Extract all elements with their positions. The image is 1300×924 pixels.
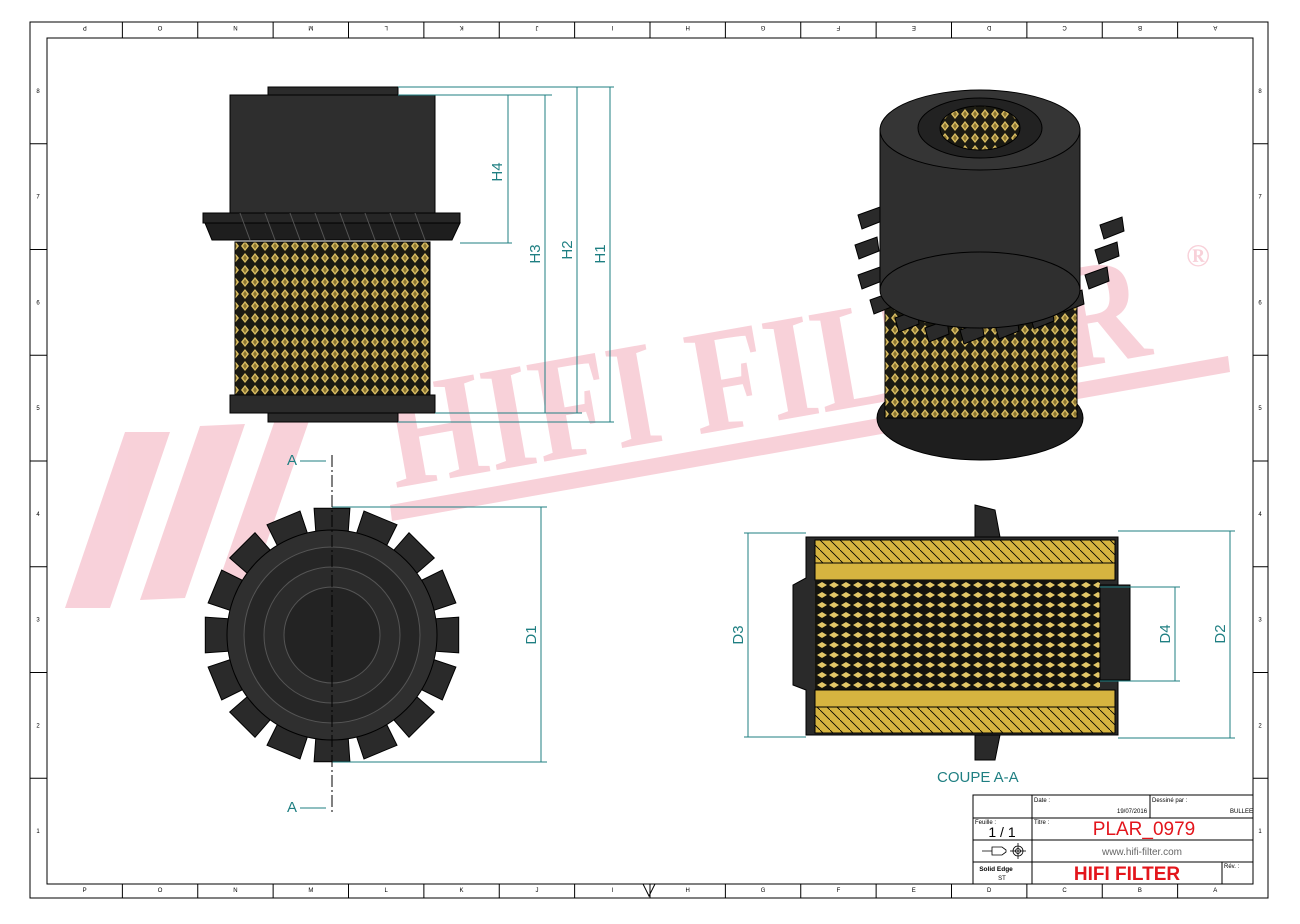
flange-fin [1099,216,1125,240]
isometric-view [854,89,1125,461]
centering-mark [642,883,656,898]
border-column-label-bottom: I [611,888,613,894]
title-value: PLAR_0979 [1093,819,1195,840]
flange-fin [1084,266,1110,290]
dimension-h4: H4 [489,162,506,181]
dimension-h1: H1 [592,244,609,263]
title-label: Titre : [1034,820,1049,826]
border-row-label-right: 2 [1258,723,1262,729]
border-row-label-left: 8 [36,89,40,95]
border-row-label-left: 4 [36,512,40,518]
drawn-by-label: Dessiné par : [1152,798,1188,804]
section-view [792,504,1131,761]
title-block [972,794,1254,885]
border-row-label-left: 5 [36,406,40,412]
border-column-label-bottom: K [460,888,464,894]
border-column-label-top: B [1138,24,1142,30]
border-row-label-right: 6 [1258,300,1262,306]
front-view-dimensions [398,86,614,423]
sheet-value: 1 / 1 [988,824,1015,840]
border-column-label-top: O [157,24,162,30]
border-column-label-top: P [83,24,87,30]
software-name: Solid Edge [979,866,1013,873]
date-value: 19/07/2016 [1117,809,1148,815]
watermark-stripe [65,432,170,608]
dimension-d2: D2 [1212,624,1229,643]
border-column-label-bottom: E [912,888,916,894]
border-column-label-bottom: B [1138,888,1142,894]
flange-fin [854,236,880,260]
border-column-label-top: D [986,24,991,30]
border-column-label-bottom: P [83,888,87,894]
border-column-label-bottom: D [987,888,992,894]
border-row-label-right: 4 [1258,512,1262,518]
border-column-label-top: F [836,24,840,30]
border-row-label-left: 6 [36,300,40,306]
border-column-label-top: C [1062,24,1067,30]
border-column-label-bottom: A [1213,888,1217,894]
border-column-label-top: J [535,24,538,30]
dimension-h2: H2 [559,240,576,259]
border-column-label-top: A [1213,24,1217,30]
border-column-label-top: E [912,24,916,30]
border-column-label-top: L [384,24,388,30]
border-column-label-top: M [308,24,313,30]
border-row-label-right: 8 [1258,89,1262,95]
border-labels: P P O O N N M M L L K K J J I I H H G G F F E E D D C C B B A A 8 8 7 7 6 6 5 5… [30,22,1268,898]
border-row-label-left: 1 [36,829,40,835]
border-column-label-bottom: C [1062,888,1067,894]
border-row-label-left: 7 [36,195,40,201]
border-column-label-bottom: L [385,888,389,894]
dimension-d1: D1 [523,625,540,644]
border-row-label-left: 3 [36,618,40,624]
border-column-label-bottom: N [233,888,237,894]
flange-fin [1094,241,1120,265]
dimension-d4: D4 [1157,624,1174,643]
website: www.hifi-filter.com [1101,847,1182,858]
software-version: ST [998,876,1006,882]
plan-view-dimensions [300,455,547,815]
border-column-label-bottom: O [158,888,163,894]
border-row-label-right: 1 [1258,829,1262,835]
flange-fin [857,206,883,230]
border-row-label-right: 3 [1258,618,1262,624]
company-name: HIFI FILTER [1074,864,1181,885]
section-mark-top: A [287,452,297,469]
section-view-dimensions [744,530,1235,739]
border-column-label-bottom: H [686,888,690,894]
rev-label: Rév. : [1224,864,1240,870]
border-row-label-right: 5 [1258,406,1262,412]
border-column-label-bottom: F [837,888,841,894]
section-mark-bottom: A [287,799,297,816]
border-column-label-top: N [233,24,237,30]
watermark-registered: ® [1186,237,1210,273]
watermark-stripe [140,424,245,600]
border-column-label-top: G [760,24,765,30]
border-column-label-top: I [611,24,613,30]
dimension-d3: D3 [730,625,747,644]
front-view [202,86,461,423]
border-column-label-top: K [460,24,464,30]
date-label: Date : [1034,798,1050,804]
border-column-label-bottom: J [535,888,538,894]
border-row-label-right: 7 [1258,195,1262,201]
drawn-by-value: BULLEE [1230,809,1253,815]
section-label: COUPE A-A [937,769,1019,786]
border-column-label-bottom: G [761,888,766,894]
border-row-label-left: 2 [36,723,40,729]
border-column-label-top: H [686,24,690,30]
dimension-h3: H3 [527,244,544,263]
border-column-label-bottom: M [308,888,313,894]
sheet-label: Feuille : [975,820,996,826]
projection-symbol-icon [982,843,1026,859]
